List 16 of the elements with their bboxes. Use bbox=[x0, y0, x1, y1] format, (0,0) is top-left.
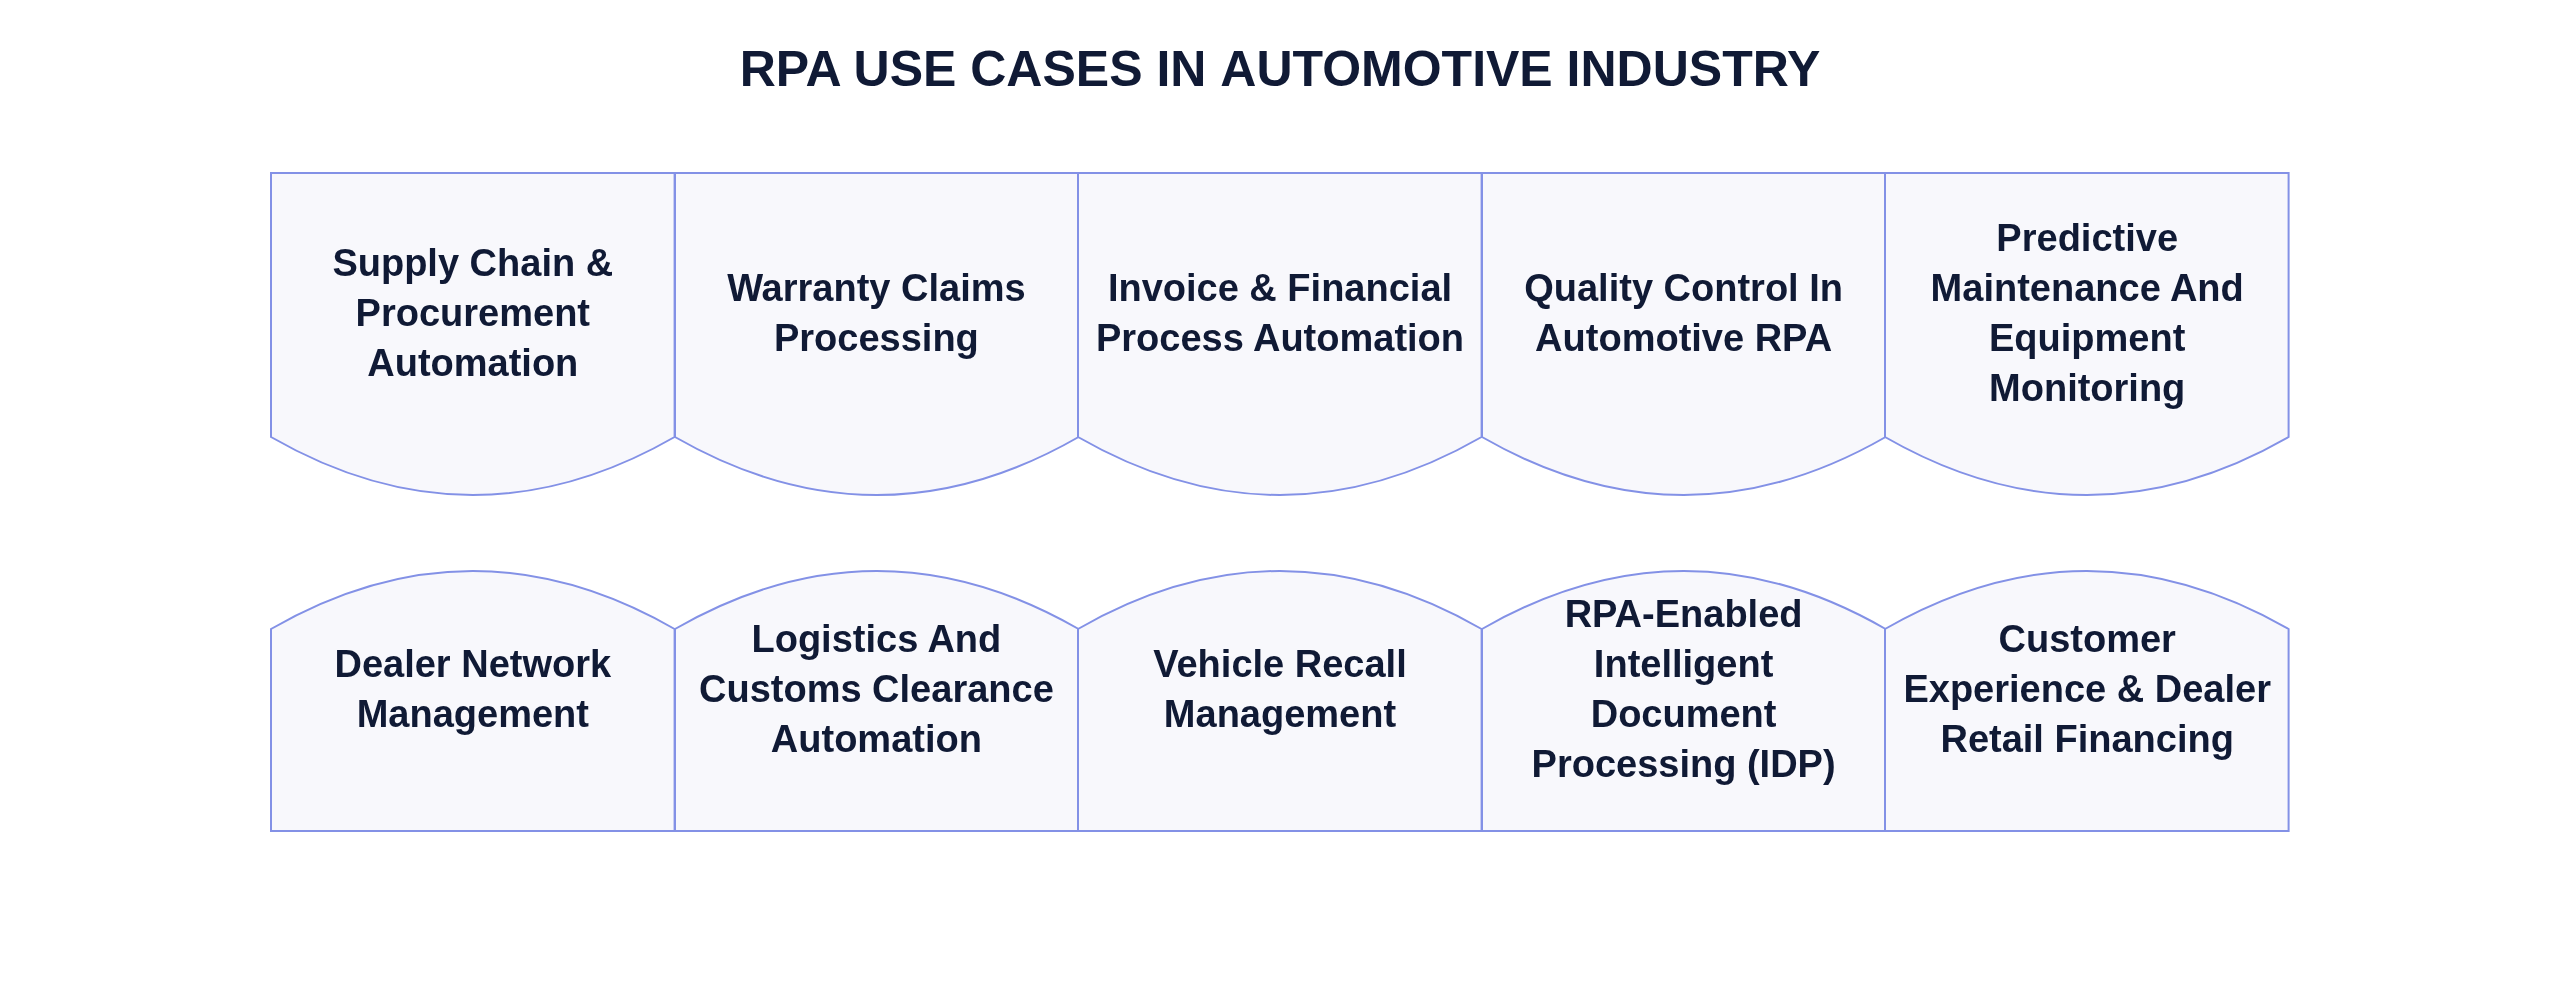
card-label: Vehicle Recall Management bbox=[1152, 642, 1408, 737]
card-label: Invoice & Financial Process Automation bbox=[1094, 266, 1466, 361]
use-case-card bbox=[1885, 173, 2289, 495]
use-case-card bbox=[674, 173, 1079, 495]
title: RPA USE CASES IN AUTOMOTIVE INDUSTRY bbox=[739, 40, 1821, 98]
card-label: Logistics And Customs Clearance Automation bbox=[698, 617, 1055, 762]
card-label: Supply Chain & Procurement Automation bbox=[331, 241, 615, 386]
card-label: Dealer Network Management bbox=[333, 642, 613, 737]
card-label: RPA-Enabled Intelligent Document Processing (IDP) bbox=[1530, 592, 1837, 787]
card-label: Predictive Maintenance And Equipment Monitoring bbox=[1929, 216, 2245, 411]
card-label: Customer Experience & Dealer Retail Financing bbox=[1902, 617, 2272, 762]
use-case-card bbox=[1078, 173, 1482, 495]
use-case-card bbox=[271, 173, 675, 495]
card-label: Quality Control In Automotive RPA bbox=[1523, 266, 1844, 361]
use-case-card bbox=[1481, 173, 1886, 495]
card-label: Warranty Claims Processing bbox=[726, 266, 1027, 361]
